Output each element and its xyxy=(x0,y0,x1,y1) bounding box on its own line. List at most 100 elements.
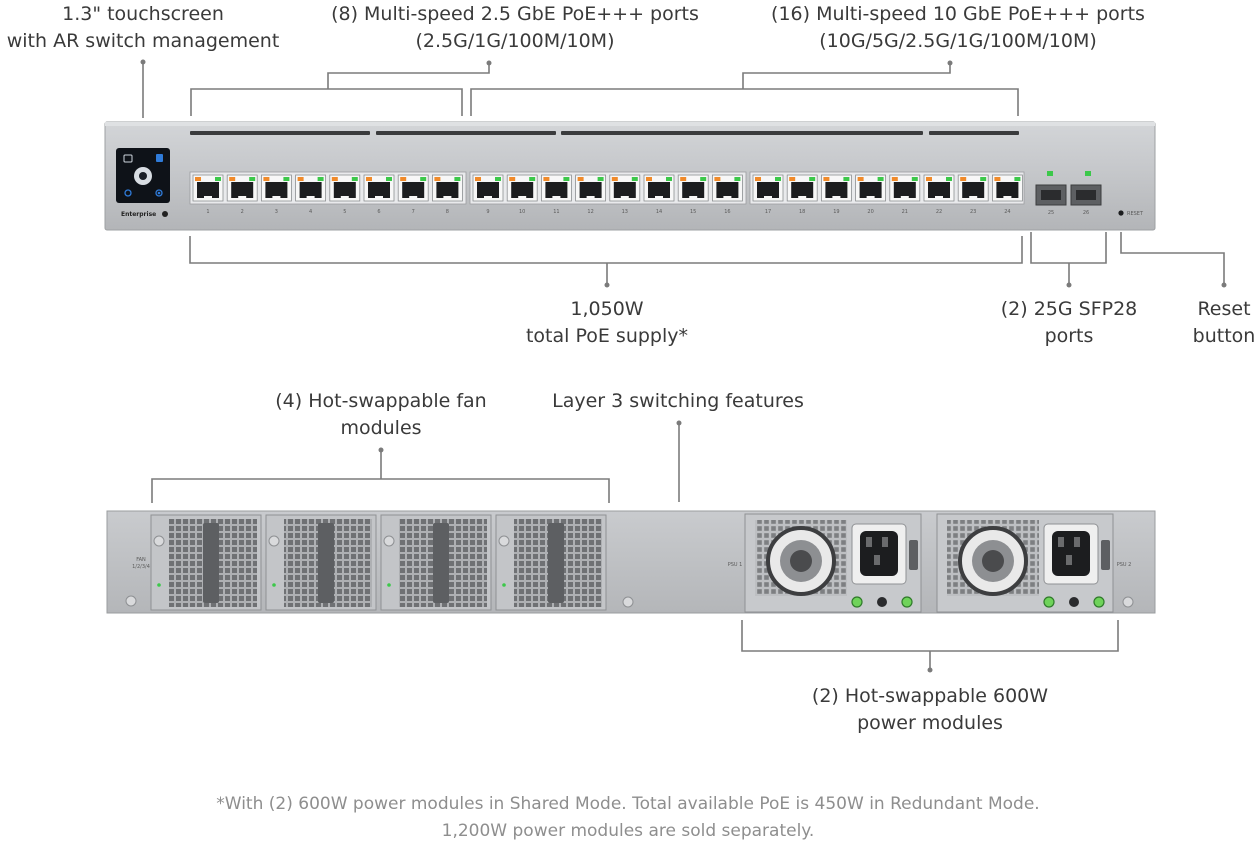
rj45-led-link xyxy=(283,177,290,181)
rj45-port-tab xyxy=(900,196,909,200)
rj45-port-20[interactable] xyxy=(855,174,886,202)
reset-button[interactable] xyxy=(1118,210,1124,216)
psu-status-led xyxy=(1093,596,1105,608)
rj45-led-speed xyxy=(229,177,236,181)
rj45-port-socket xyxy=(368,182,390,198)
rj45-port-tab xyxy=(689,196,698,200)
port-label: 12 xyxy=(587,209,593,215)
rj45-port-11[interactable] xyxy=(541,174,572,202)
reset-line1: Reset xyxy=(1197,298,1250,320)
fans-line1: (4) Hot-swappable fan xyxy=(275,390,486,412)
rj45-port-22[interactable] xyxy=(923,174,955,202)
touchscreen-center-dot xyxy=(139,172,147,180)
rj45-port-socket xyxy=(791,182,814,198)
port-label: 6 xyxy=(377,209,380,215)
rj45-port-12[interactable] xyxy=(575,174,606,202)
rj45-port-14[interactable] xyxy=(643,174,675,202)
screw-icon xyxy=(153,535,165,547)
sfp-led-25 xyxy=(1047,171,1053,176)
fan-module-3[interactable] xyxy=(380,514,492,611)
port-label: 22 xyxy=(936,209,942,215)
psu-fan-center xyxy=(790,550,812,572)
psu-latch-icon xyxy=(877,597,887,607)
rj45-port-24[interactable] xyxy=(992,174,1023,202)
ports-10g-line1: (16) Multi-speed 10 GbE PoE+++ ports xyxy=(771,3,1145,25)
psu-modules xyxy=(744,513,1114,613)
rj45-port-21[interactable] xyxy=(889,174,921,202)
screw-icon xyxy=(383,535,395,547)
callout-poe-supply: 1,050W total PoE supply* xyxy=(526,298,688,347)
rj45-led-link xyxy=(351,177,358,181)
sfp28-line1: (2) 25G SFP28 xyxy=(1001,298,1138,320)
rj45-led-link xyxy=(317,177,324,181)
psu-fan-center xyxy=(982,550,1004,572)
rj45-port-9[interactable] xyxy=(472,174,504,202)
rj45-port-socket xyxy=(436,182,459,198)
rj45-port-socket xyxy=(859,182,882,198)
port-label: 23 xyxy=(970,209,976,215)
port-label: 17 xyxy=(765,209,771,215)
psu-line2: power modules xyxy=(857,712,1003,734)
rj45-port-tab xyxy=(1003,196,1012,200)
rj45-port-socket xyxy=(825,182,848,198)
callout-layer3: Layer 3 switching features xyxy=(552,390,804,412)
rj45-port-15[interactable] xyxy=(677,174,709,202)
rj45-port-4[interactable] xyxy=(295,174,327,202)
rj45-port-6[interactable] xyxy=(363,174,395,202)
leader-dot xyxy=(604,282,610,288)
rj45-port-tab xyxy=(272,196,281,200)
rj45-port-tab xyxy=(832,196,841,200)
rj45-port-8[interactable] xyxy=(431,174,463,202)
rj45-led-link xyxy=(700,177,707,181)
ac-inlet-icon xyxy=(860,531,898,576)
rj45-port-7[interactable] xyxy=(397,174,429,202)
fan-status-led xyxy=(502,583,506,587)
rj45-port-16[interactable] xyxy=(712,174,743,202)
rj45-led-link xyxy=(597,177,604,181)
sfp28-line2: ports xyxy=(1045,325,1094,347)
front-top-edge xyxy=(105,122,1155,126)
port-label: 8 xyxy=(446,209,449,215)
rj45-led-speed xyxy=(755,177,761,181)
rj45-port-socket xyxy=(511,182,534,198)
rj45-port-5[interactable] xyxy=(329,174,361,202)
rj45-port-tab xyxy=(935,196,943,200)
rj45-port-tab xyxy=(443,196,452,200)
psu-module-2[interactable] xyxy=(936,513,1114,613)
rj45-led-link xyxy=(454,177,461,181)
leader-poe-supply xyxy=(189,236,1023,285)
screen-icon-bottomright-dot xyxy=(157,191,161,195)
rj45-port-19[interactable] xyxy=(821,174,852,202)
rj45-port-17[interactable] xyxy=(752,174,784,202)
fan-module-4[interactable] xyxy=(495,514,607,611)
fan-module-2[interactable] xyxy=(265,514,377,611)
rj45-port-13[interactable] xyxy=(609,174,641,202)
rj45-port-3[interactable] xyxy=(260,174,292,202)
port-label: 19 xyxy=(833,209,839,215)
rj45-port-23[interactable] xyxy=(957,174,989,202)
rj45-port-tab xyxy=(238,196,247,200)
fan-module-1[interactable] xyxy=(150,514,262,611)
port-label: 11 xyxy=(553,209,559,215)
sfp-port-26-slot xyxy=(1076,190,1096,200)
rj45-port-2[interactable] xyxy=(226,174,258,202)
rj45-port-tab xyxy=(518,196,527,200)
rj45-led-link xyxy=(386,177,392,181)
psu-module-1[interactable] xyxy=(744,513,922,613)
rj45-port-tab xyxy=(764,196,772,200)
rj45-port-1[interactable] xyxy=(192,174,224,202)
touchscreen[interactable] xyxy=(116,148,170,203)
rj45-port-18[interactable] xyxy=(786,174,818,202)
rj45-port-10[interactable] xyxy=(506,174,538,202)
ports-2-5g-line2: (2.5G/1G/100M/10M) xyxy=(415,30,614,52)
rj45-led-speed xyxy=(646,177,652,181)
vent-slot xyxy=(929,131,1019,135)
sfp-led-26 xyxy=(1085,171,1091,176)
rj45-led-speed xyxy=(577,177,584,181)
rj45-led-speed xyxy=(611,177,618,181)
rj45-port-tab xyxy=(409,196,418,200)
rj45-port-socket xyxy=(265,182,288,198)
rj45-port-socket xyxy=(477,182,499,198)
